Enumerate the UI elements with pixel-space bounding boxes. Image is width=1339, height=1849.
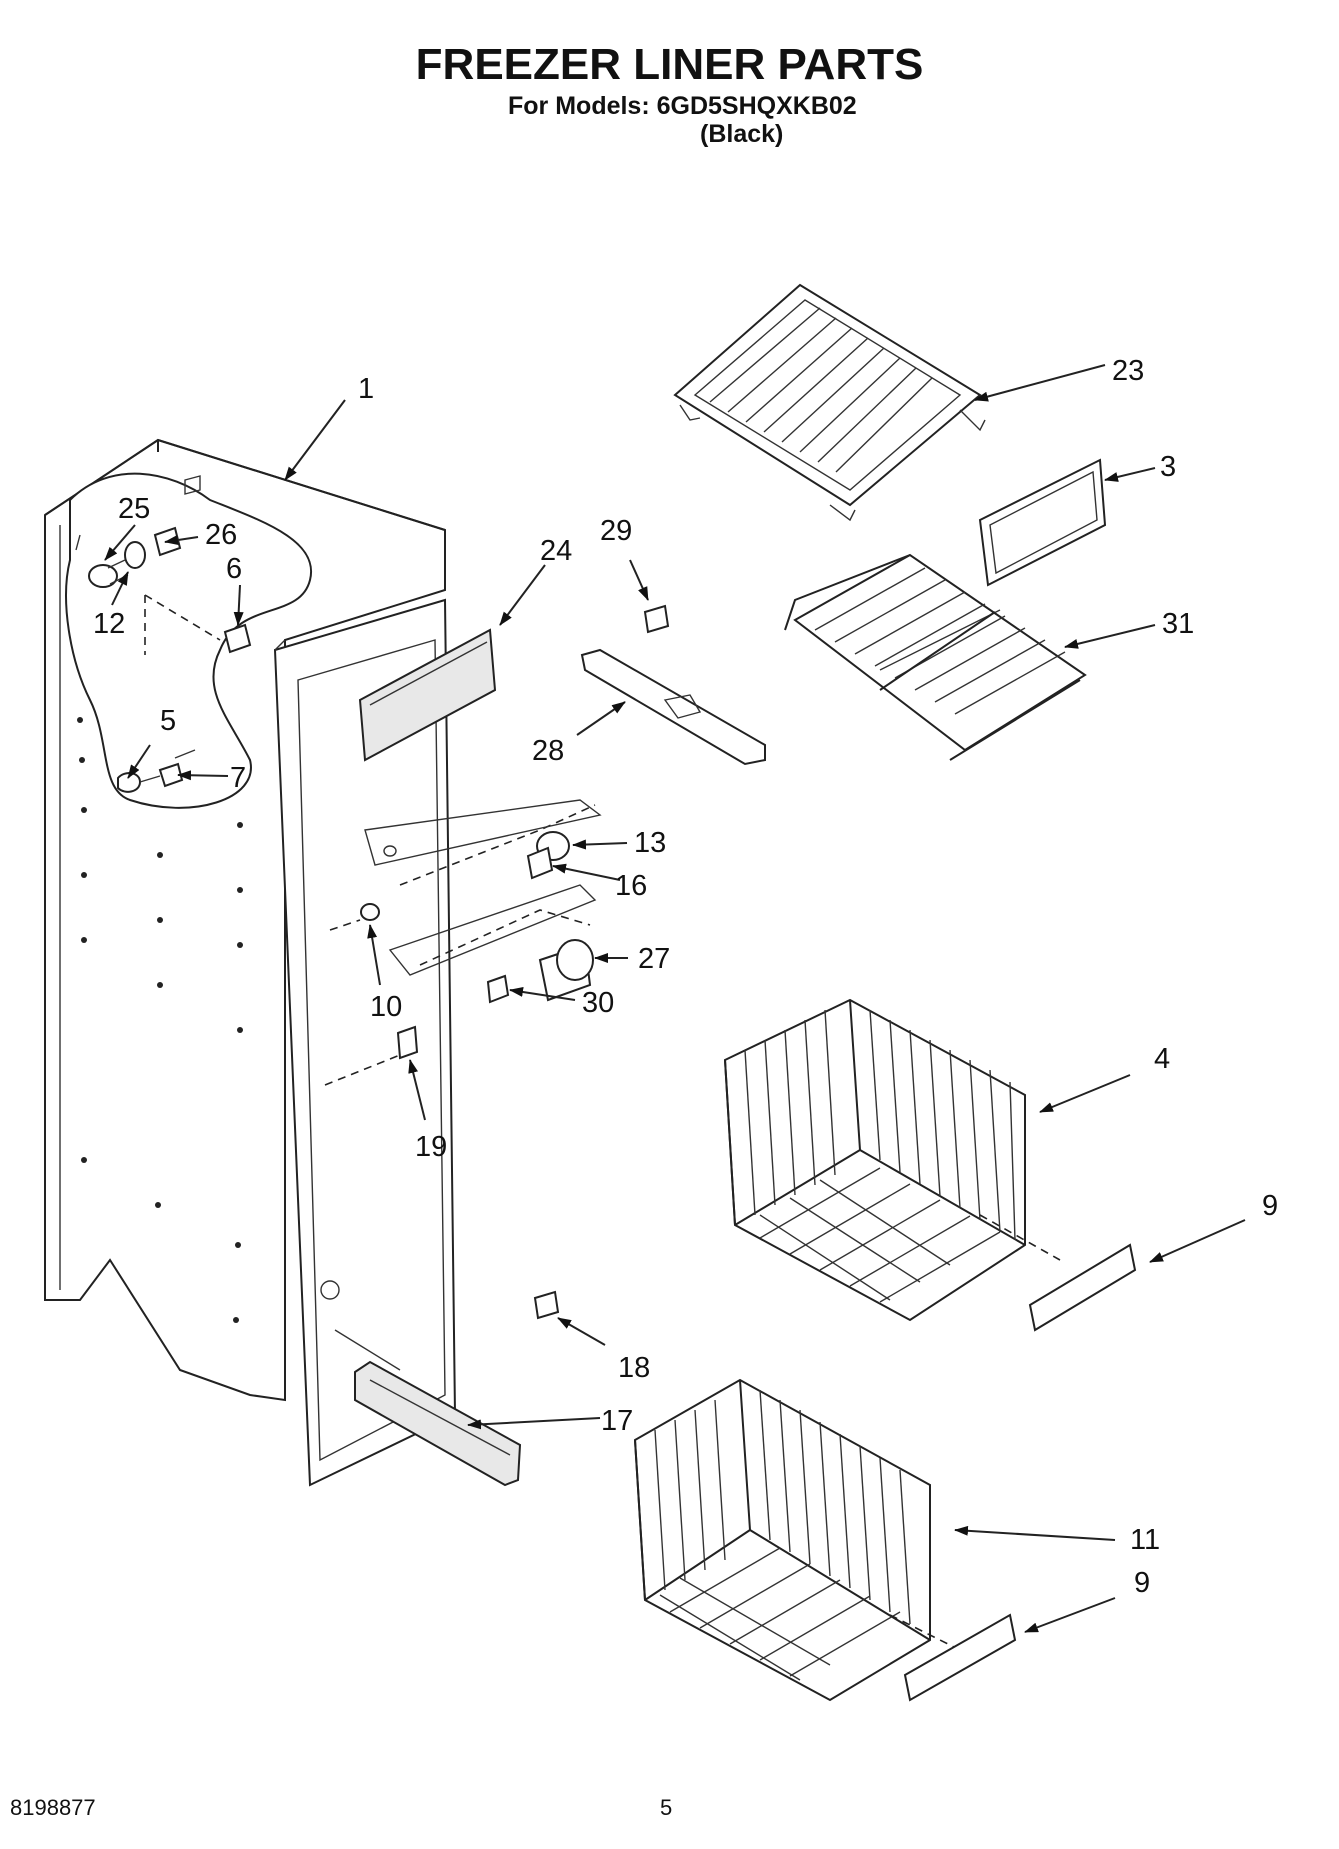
- callout-6: 6: [226, 553, 242, 585]
- callout-5: 5: [160, 705, 176, 737]
- page-number: 5: [660, 1795, 673, 1820]
- callout-18: 18: [618, 1352, 650, 1384]
- callout-24: 24: [540, 535, 572, 567]
- part-23-shelf: [673, 283, 986, 522]
- part-28-bracket: [580, 604, 766, 766]
- part-3-panel: [978, 458, 1107, 587]
- callout-17: 17: [601, 1405, 633, 1437]
- freezer-liner: [44, 438, 457, 1487]
- callout-9-upper: 9: [1262, 1190, 1278, 1222]
- mid-components: [486, 831, 594, 1320]
- callout-26: 26: [205, 519, 237, 551]
- callout-4: 4: [1154, 1043, 1170, 1075]
- leader-lines: [104, 364, 1246, 1633]
- part-4-basket: [723, 998, 1061, 1322]
- callout-23: 23: [1112, 355, 1144, 387]
- models-line: For Models: 6GD5SHQXKB02: [508, 92, 857, 120]
- callout-27: 27: [638, 943, 670, 975]
- callout-29: 29: [600, 515, 632, 547]
- callout-28: 28: [532, 735, 564, 767]
- part-9-lower: [903, 1613, 1017, 1702]
- liner-rivets: [77, 717, 243, 1323]
- callout-30: 30: [582, 987, 614, 1019]
- page-title: FREEZER LINER PARTS: [415, 40, 924, 89]
- callout-1: 1: [358, 373, 374, 405]
- front-components: [324, 799, 602, 1086]
- callout-10: 10: [370, 991, 402, 1023]
- callout-labels: 1 25 26 6 12 5 7 24 29 28 23 3 31 13 16 …: [93, 355, 1278, 1599]
- callout-19: 19: [415, 1131, 447, 1163]
- part-24-strip: [358, 628, 497, 762]
- callout-31: 31: [1162, 608, 1194, 640]
- part-31-wire-shelf: [784, 553, 1087, 761]
- callout-9-lower: 9: [1134, 1567, 1150, 1599]
- callout-13: 13: [634, 827, 666, 859]
- part-17-rail: [354, 1360, 522, 1487]
- document-number: 8198877: [10, 1795, 96, 1820]
- color-line: (Black): [700, 120, 784, 148]
- callout-12: 12: [93, 608, 125, 640]
- part-9-upper: [1028, 1243, 1137, 1332]
- callout-16: 16: [615, 870, 647, 902]
- part-11-basket: [633, 1378, 961, 1702]
- callout-11: 11: [1130, 1524, 1160, 1556]
- callout-7: 7: [230, 762, 246, 794]
- callout-3: 3: [1160, 451, 1176, 483]
- callout-25: 25: [118, 493, 150, 525]
